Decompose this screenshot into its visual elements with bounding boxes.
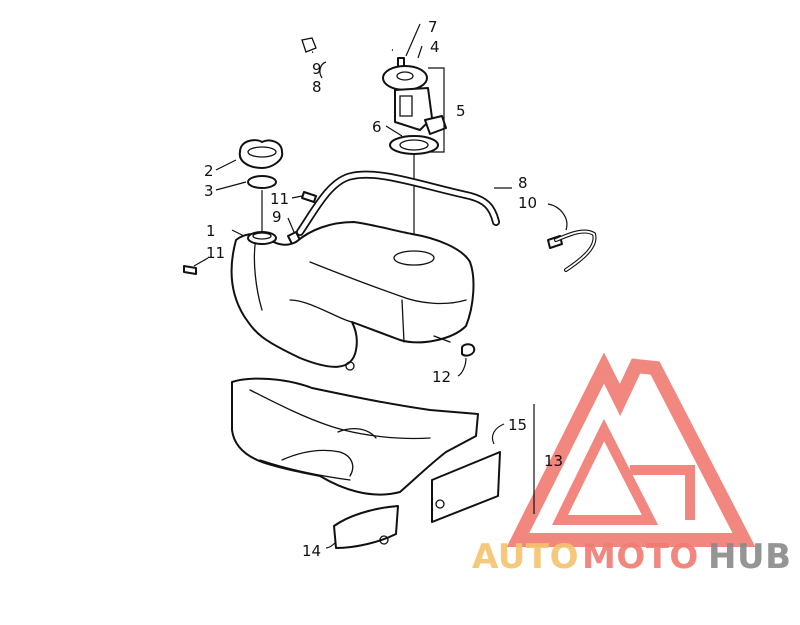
fuel-pump-assembly [382, 57, 447, 155]
callout-labels: 1 2 3 4 5 6 7 8 8 9 9 10 11 11 12 13 14 … [204, 18, 563, 560]
callout-8-right: 8 [518, 174, 528, 192]
side-panel-left [333, 505, 399, 549]
side-panel-right [431, 451, 501, 523]
support-bracket [547, 229, 597, 272]
callout-2: 2 [204, 162, 214, 180]
bolt-side [183, 265, 197, 275]
callout-15: 15 [508, 416, 527, 434]
filler-cap [238, 139, 284, 169]
bolt-upper [301, 191, 317, 203]
vent-hose-long [296, 170, 500, 236]
callout-7: 7 [428, 18, 438, 36]
callout-14: 14 [302, 542, 321, 560]
watermark-word-hub: HUB [708, 537, 791, 577]
tank-tray [231, 377, 479, 496]
watermark-word-auto: AUTO [472, 537, 579, 577]
callout-1: 1 [206, 222, 216, 240]
callout-13: 13 [544, 452, 563, 470]
callout-11-side: 11 [206, 244, 225, 262]
callout-6: 6 [372, 118, 382, 136]
callout-11-upper: 11 [270, 190, 289, 208]
drain-plug [461, 343, 476, 357]
watermark-logo [506, 352, 756, 547]
callout-12: 12 [432, 368, 451, 386]
callout-4: 4 [430, 38, 440, 56]
callout-8-upper: 8 [312, 78, 322, 96]
callout-9-lower: 9 [272, 208, 282, 226]
vent-hose-upper [301, 37, 393, 54]
callout-10: 10 [518, 194, 537, 212]
callout-3: 3 [204, 182, 214, 200]
callout-9-upper: 9 [312, 60, 322, 78]
watermark-word-moto: MOTO [582, 537, 699, 577]
filler-gasket [247, 175, 277, 189]
fuel-tank [230, 221, 475, 371]
bracket-5 [428, 67, 445, 153]
leader-lines [193, 23, 568, 549]
watermark-wordmark: AUTO MOTO HUB [472, 537, 791, 577]
callout-5: 5 [456, 102, 466, 120]
